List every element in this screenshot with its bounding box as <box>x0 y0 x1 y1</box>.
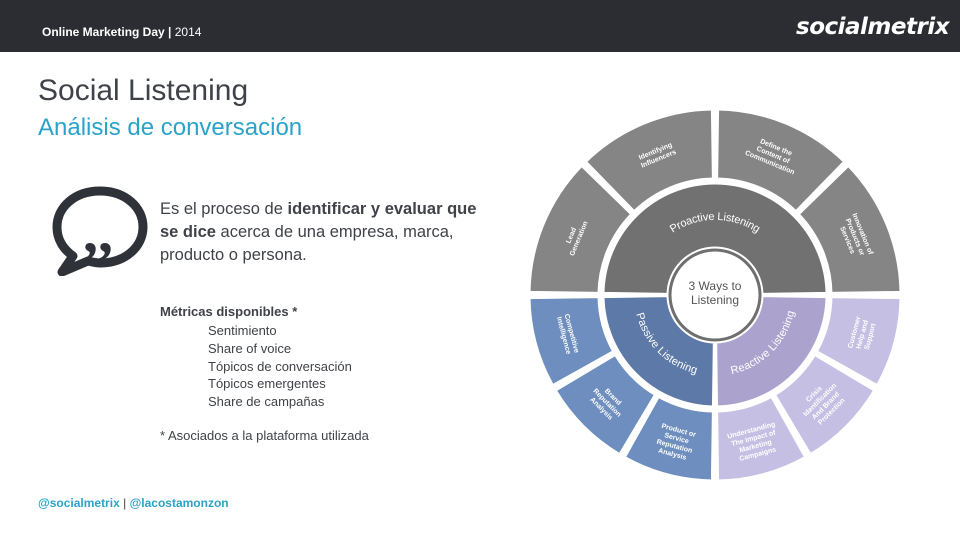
center-circle <box>668 248 762 342</box>
inner-segment-proactive-listening <box>601 181 829 296</box>
listening-wheel-diagram: LeadGenerationIdentifyingInfluencersDefi… <box>527 107 903 483</box>
outer-segment-product-or-service-reputation-analysis <box>622 394 715 483</box>
footer-handle-1: @socialmetrix <box>38 496 120 510</box>
slide-subtitle: Análisis de conversación <box>38 114 303 141</box>
outer-label-customer-help-and-support: CustomerHelp andSupport <box>847 316 878 354</box>
outer-segment-brand-reputation-analysis <box>553 352 658 457</box>
footer-handle-2: @lacostamonzon <box>129 496 229 510</box>
outer-segment-innovation-of-products-or-services <box>796 163 903 295</box>
definition-part-2: acerca de una empresa, marca, producto o… <box>160 223 454 264</box>
metric-item: Sentimiento <box>208 323 277 338</box>
definition-text: Es el proceso de identificar y evaluar q… <box>160 198 490 267</box>
quote-bubble-icon: ,, <box>52 186 148 276</box>
inner-segment-passive-listening <box>601 294 716 409</box>
event-separator: | <box>168 25 172 39</box>
metric-item: Tópicos de conversación <box>208 358 352 374</box>
definition-highlight: identificar y evaluar que se dice <box>160 200 477 241</box>
event-label: Online Marketing Day | 2014 <box>42 25 201 39</box>
metrics-title: Métricas disponibles * <box>160 304 298 319</box>
outer-label-understanding-the-impact-of-marketing-campaigns: UnderstandingThe Impact ofMarketingCampa… <box>727 421 783 464</box>
outer-segment-competitive-intelligence <box>527 295 616 388</box>
svg-text:,,: ,, <box>83 199 113 265</box>
metric-item: Share of voice <box>208 340 292 356</box>
outer-segment-identifying-influencers <box>583 107 715 214</box>
inner-segment-reactive-listening <box>714 294 829 409</box>
definition-part-1: Es el proceso de <box>160 200 288 218</box>
slide-title: Social Listening <box>38 74 249 107</box>
event-year: 2014 <box>174 25 202 39</box>
top-bar: Online Marketing Day | 2014 socialmetrix <box>0 0 960 52</box>
metric-item: Share de campañas <box>208 394 325 410</box>
footer-handles: @socialmetrix | @lacostamonzon <box>38 496 229 510</box>
event-name: Online Marketing Day <box>42 25 165 39</box>
outer-segment-crisis-identification-and-brand-protection <box>772 352 877 457</box>
outer-segment-customer-help-and-support <box>814 295 903 388</box>
outer-segment-lead-generation <box>527 163 634 295</box>
brand-logo: socialmetrix <box>796 14 950 40</box>
footer-separator: | <box>123 496 127 510</box>
outer-label-crisis-identification-and-brand-protection: CrisisIdentificationAnd BrandProtection <box>797 377 850 430</box>
outer-segment-understanding-the-impact-of-marketing-campaigns <box>715 394 808 483</box>
metric-item: Tópicos emergentes <box>208 376 326 392</box>
metrics-list: Sentimiento Share of voice Tópicos de co… <box>208 322 352 411</box>
metrics-footnote: * Asociados a la plataforma utilizada <box>160 428 369 443</box>
outer-segment-define-the-content-of-communication <box>715 107 847 214</box>
